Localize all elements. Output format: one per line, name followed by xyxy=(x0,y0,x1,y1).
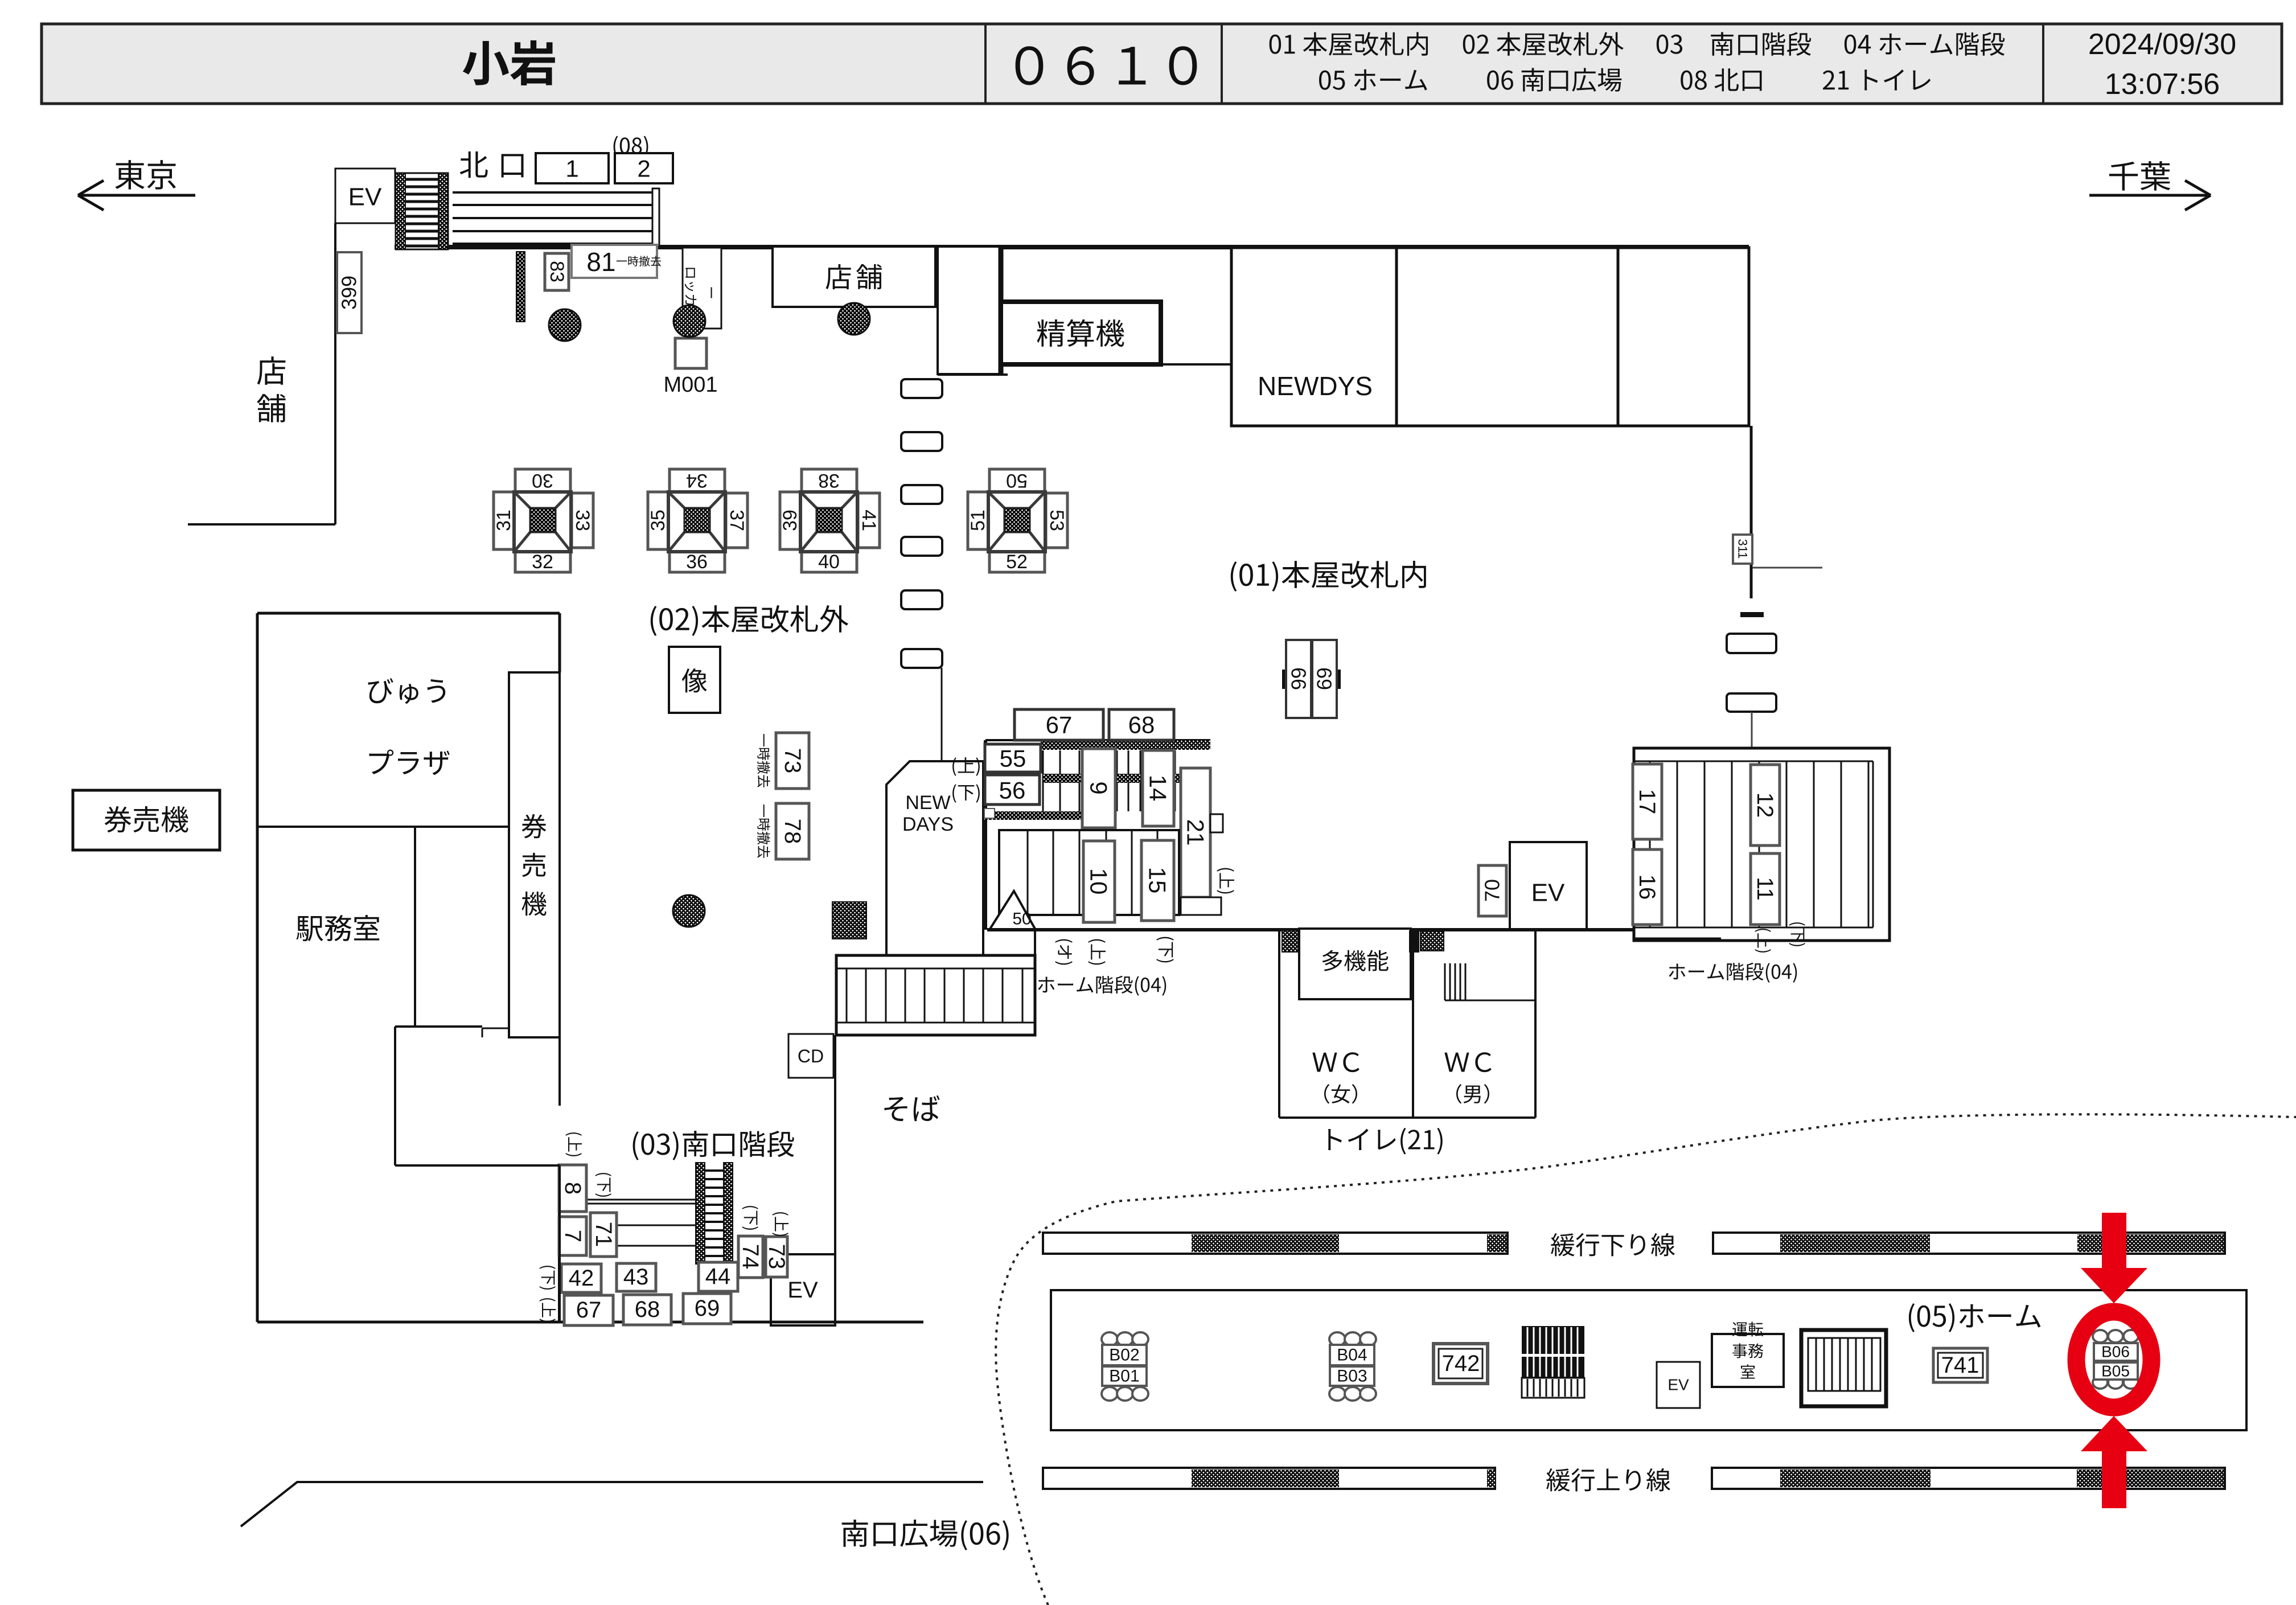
svg-text:16: 16 xyxy=(1634,875,1660,900)
svg-text:71: 71 xyxy=(591,1222,616,1247)
svg-text:73: 73 xyxy=(780,748,805,774)
svg-text:69: 69 xyxy=(695,1296,720,1321)
svg-text:8: 8 xyxy=(560,1182,585,1194)
svg-text:69: 69 xyxy=(1313,667,1336,690)
svg-text:EV: EV xyxy=(348,183,382,211)
svg-text:B04: B04 xyxy=(1337,1346,1367,1365)
svg-text:NEW: NEW xyxy=(905,792,950,814)
svg-text:34: 34 xyxy=(686,470,708,491)
svg-text:40: 40 xyxy=(818,551,840,573)
svg-text:44: 44 xyxy=(705,1264,731,1289)
svg-text:9: 9 xyxy=(1086,781,1112,794)
svg-text:EV: EV xyxy=(1667,1376,1689,1394)
svg-text:17: 17 xyxy=(1634,789,1660,815)
svg-text:36: 36 xyxy=(686,551,708,573)
svg-text:78: 78 xyxy=(780,819,805,844)
svg-text:11: 11 xyxy=(1752,877,1777,901)
svg-text:51: 51 xyxy=(967,510,989,531)
svg-text:74: 74 xyxy=(738,1244,763,1270)
svg-text:68: 68 xyxy=(635,1297,660,1322)
svg-text:42: 42 xyxy=(569,1266,594,1291)
svg-text:73: 73 xyxy=(764,1244,789,1270)
svg-text:M001: M001 xyxy=(663,373,717,397)
svg-text:67: 67 xyxy=(576,1298,602,1323)
svg-text:52: 52 xyxy=(1006,551,1028,573)
svg-text:81: 81 xyxy=(586,247,615,277)
svg-text:66: 66 xyxy=(1287,667,1311,690)
svg-text:B03: B03 xyxy=(1337,1367,1367,1386)
svg-text:30: 30 xyxy=(532,470,553,491)
svg-text:14: 14 xyxy=(1145,775,1172,802)
svg-text:B01: B01 xyxy=(1109,1367,1139,1386)
svg-text:B05: B05 xyxy=(2101,1362,2130,1380)
svg-text:21: 21 xyxy=(1182,819,1209,846)
svg-text:31: 31 xyxy=(493,510,515,531)
svg-text:68: 68 xyxy=(1128,712,1155,738)
svg-text:53: 53 xyxy=(1046,510,1067,531)
svg-text:35: 35 xyxy=(647,510,669,531)
svg-text:EV: EV xyxy=(1531,879,1565,907)
svg-text:2024/09/30: 2024/09/30 xyxy=(2088,28,2236,61)
svg-text:311: 311 xyxy=(1736,539,1750,559)
svg-text:EV: EV xyxy=(787,1278,818,1303)
svg-text:32: 32 xyxy=(532,551,553,573)
svg-text:50: 50 xyxy=(1012,910,1031,929)
svg-text:7: 7 xyxy=(560,1230,585,1242)
svg-text:B02: B02 xyxy=(1109,1346,1139,1365)
svg-text:742: 742 xyxy=(1442,1351,1480,1376)
svg-text:70: 70 xyxy=(1481,879,1504,902)
svg-text:38: 38 xyxy=(818,470,840,491)
svg-text:56: 56 xyxy=(999,777,1026,804)
svg-text:37: 37 xyxy=(726,510,747,531)
svg-text:41: 41 xyxy=(858,510,880,531)
svg-text:DAYS: DAYS xyxy=(902,814,954,835)
svg-text:CD: CD xyxy=(798,1046,824,1066)
svg-text:10: 10 xyxy=(1086,868,1112,895)
svg-text:12: 12 xyxy=(1752,793,1777,818)
svg-text:2: 2 xyxy=(637,155,650,182)
svg-text:NEWDYS: NEWDYS xyxy=(1258,371,1373,401)
svg-text:50: 50 xyxy=(1006,470,1028,491)
svg-text:39: 39 xyxy=(779,510,801,531)
svg-text:43: 43 xyxy=(623,1265,649,1290)
svg-text:399: 399 xyxy=(338,276,361,310)
svg-text:33: 33 xyxy=(572,510,593,531)
svg-text:1: 1 xyxy=(565,155,578,182)
svg-text:741: 741 xyxy=(1941,1353,1979,1378)
svg-text:67: 67 xyxy=(1046,712,1073,738)
svg-text:13:07:56: 13:07:56 xyxy=(2105,68,2220,101)
svg-text:15: 15 xyxy=(1144,867,1171,894)
svg-text:B06: B06 xyxy=(2101,1343,2130,1361)
svg-text:83: 83 xyxy=(546,261,568,282)
svg-text:55: 55 xyxy=(1000,745,1026,772)
